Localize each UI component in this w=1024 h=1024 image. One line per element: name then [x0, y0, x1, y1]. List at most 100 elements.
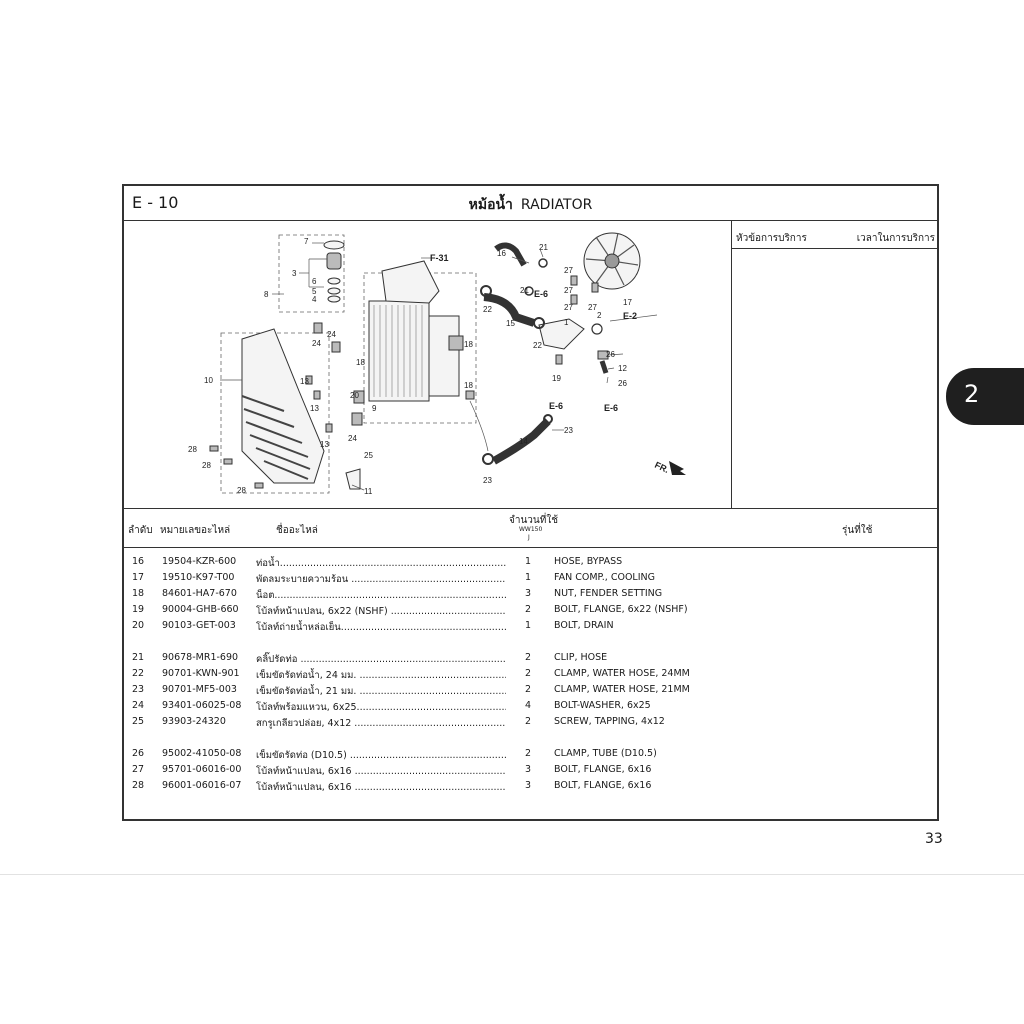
section-code: E - 10 [132, 193, 179, 212]
radiator-tank-part [381, 260, 440, 304]
callout-21: 21 [539, 243, 548, 252]
table-row: 27 95701-06016-00 โบ้ลท์หน้าแปลน, 6x16 .… [124, 764, 937, 778]
row-no: 17 [132, 572, 145, 583]
row-qty: 2 [525, 716, 532, 727]
callout-27: 27 [564, 266, 573, 275]
row-name-en: CLAMP, TUBE (D10.5) [554, 748, 657, 759]
row-name-en: BOLT, DRAIN [554, 620, 614, 631]
row-name-th: เข็มขัดรัดท่อ (D10.5) ..................… [256, 750, 506, 761]
row-part-no: 90701-MF5-003 [162, 684, 237, 695]
radiator-core-part [368, 300, 430, 402]
table-row: 26 95002-41050-08 เข็มขัดรัดท่อ (D10.5) … [124, 748, 937, 762]
radiator-side-tank-part [428, 315, 460, 397]
row-name-th: น็อต....................................… [256, 590, 506, 601]
callout-27: 27 [564, 286, 573, 295]
header-qty: จำนวนที่ใช้ [509, 515, 559, 526]
table-row: 16 19504-KZR-600 ท่อน้ำ.................… [124, 556, 937, 570]
washer-part [327, 287, 341, 295]
row-name-th: โบ้ลท์ถ่ายน้ำหล่อเย็น...................… [256, 622, 506, 633]
header-part-no: หมายเลขอะไหล่ [160, 525, 231, 536]
mount-nut-part [448, 335, 464, 351]
row-qty: 4 [525, 700, 532, 711]
row-qty: 2 [525, 604, 532, 615]
washer-part [327, 277, 341, 285]
table-row: 23 90701-MF5-003 เข็มขัดรัดท่อน้ำ, 21 มม… [124, 684, 937, 698]
row-name-th: โบ้ลท์พร้อมแหวน, 6x25...................… [256, 702, 506, 713]
callout-28: 28 [237, 486, 246, 495]
row-part-no: 90701-KWN-901 [162, 668, 240, 679]
row-name-th: โบ้ลท์หน้าแปลน, 6x16 ...................… [256, 782, 506, 793]
callout-2: 2 [597, 311, 602, 320]
parts-table-header: ลำดับ หมายเลขอะไหล่ ชื่ออะไหล่ จำนวนที่ใ… [124, 508, 937, 548]
table-row: 28 96001-06016-07 โบ้ลท์หน้าแปลน, 6x16 .… [124, 780, 937, 794]
table-row: 22 90701-KWN-901 เข็มขัดรัดท่อน้ำ, 24 มม… [124, 668, 937, 682]
shroud-group-box [220, 332, 330, 494]
callout-5: 5 [312, 287, 317, 296]
row-name-en: SCREW, TAPPING, 4x12 [554, 716, 665, 727]
callout-27: 27 [564, 303, 573, 312]
title-thai: หม้อน้ำ [468, 197, 513, 213]
callout-26: 26 [618, 379, 627, 388]
row-part-no: 95002-41050-08 [162, 748, 242, 759]
row-part-no: 93903-24320 [162, 716, 226, 727]
front-mark: FR. [653, 460, 670, 475]
hose-clamp-part [533, 317, 545, 329]
callout-20: 20 [350, 391, 359, 400]
row-part-no: 84601-HA7-670 [162, 588, 237, 599]
ref-e-2: E-2 [623, 311, 637, 321]
row-qty: 1 [525, 620, 532, 631]
bolt-part [570, 275, 578, 286]
hose-clip-part [524, 286, 534, 296]
ref-e-6: E-6 [604, 403, 618, 413]
callout-19: 19 [552, 374, 561, 383]
callout-28: 28 [188, 445, 197, 454]
row-part-no: 90678-MR1-690 [162, 652, 239, 663]
row-name-th: โบ้ลท์หน้าแปลน, 6x16 ...................… [256, 766, 506, 777]
row-qty: 2 [525, 668, 532, 679]
table-row: 18 84601-HA7-670 น็อต...................… [124, 588, 937, 602]
callout-23: 23 [483, 476, 492, 485]
callout-15: 15 [506, 319, 515, 328]
callout-8: 8 [264, 290, 269, 299]
row-no: 26 [132, 748, 145, 759]
callout-13: 13 [310, 404, 319, 413]
water-hose-14-part [492, 418, 551, 465]
drain-bolt-part [353, 390, 365, 404]
table-row: 21 90678-MR1-690 คลิ๊ปรัดท่อ ...........… [124, 652, 937, 666]
row-part-no: 95701-06016-00 [162, 764, 242, 775]
radiator-exploded-view: 7 3 6 5 4 8 10 24 24 13 13 13 28 28 28 2… [188, 232, 686, 496]
bracket-part [345, 468, 361, 490]
flange-bolt-part [254, 482, 264, 489]
row-qty: 3 [525, 780, 532, 791]
header-qty-type: J [528, 534, 530, 541]
row-name-en: BOLT, FLANGE, 6x16 [554, 780, 652, 791]
row-name-en: CLAMP, WATER HOSE, 24MM [554, 668, 690, 679]
callout-17: 17 [623, 298, 632, 307]
section-tab-label: 2 [964, 380, 980, 408]
callout-18: 18 [356, 358, 365, 367]
header-qty-model: WW150 [519, 526, 543, 533]
cap-seal-part [323, 240, 345, 250]
callout-24: 24 [312, 339, 321, 348]
bolt-part [305, 375, 313, 385]
front-arrow-icon [669, 461, 686, 475]
bypass-hose-part [494, 242, 527, 267]
table-row: 25 93903-24320 สกรูเกลียวปล่อย, 4x12 ...… [124, 716, 937, 730]
row-qty: 2 [525, 652, 532, 663]
row-name-th: โบ้ลท์หน้าแปลน, 6x22 (NSHF) ............… [256, 606, 506, 617]
row-no: 25 [132, 716, 145, 727]
row-no: 21 [132, 652, 145, 663]
callout-26: 26 [606, 350, 615, 359]
callout-24: 24 [327, 330, 336, 339]
row-name-en: BOLT-WASHER, 6x25 [554, 700, 651, 711]
callout-9: 9 [372, 404, 377, 413]
row-name-th: ท่อน้ำ..................................… [256, 558, 506, 569]
callout-16: 16 [497, 249, 506, 258]
callout-1: 1 [564, 318, 569, 327]
row-name-th: สกรูเกลียวปล่อย, 4x12 ..................… [256, 718, 506, 729]
callout-11: 11 [364, 487, 373, 496]
hose-clamp-part [482, 453, 494, 465]
section-tab[interactable]: 2 [946, 368, 1024, 425]
mount-nut-part [465, 390, 475, 400]
callout-13: 13 [300, 377, 309, 386]
